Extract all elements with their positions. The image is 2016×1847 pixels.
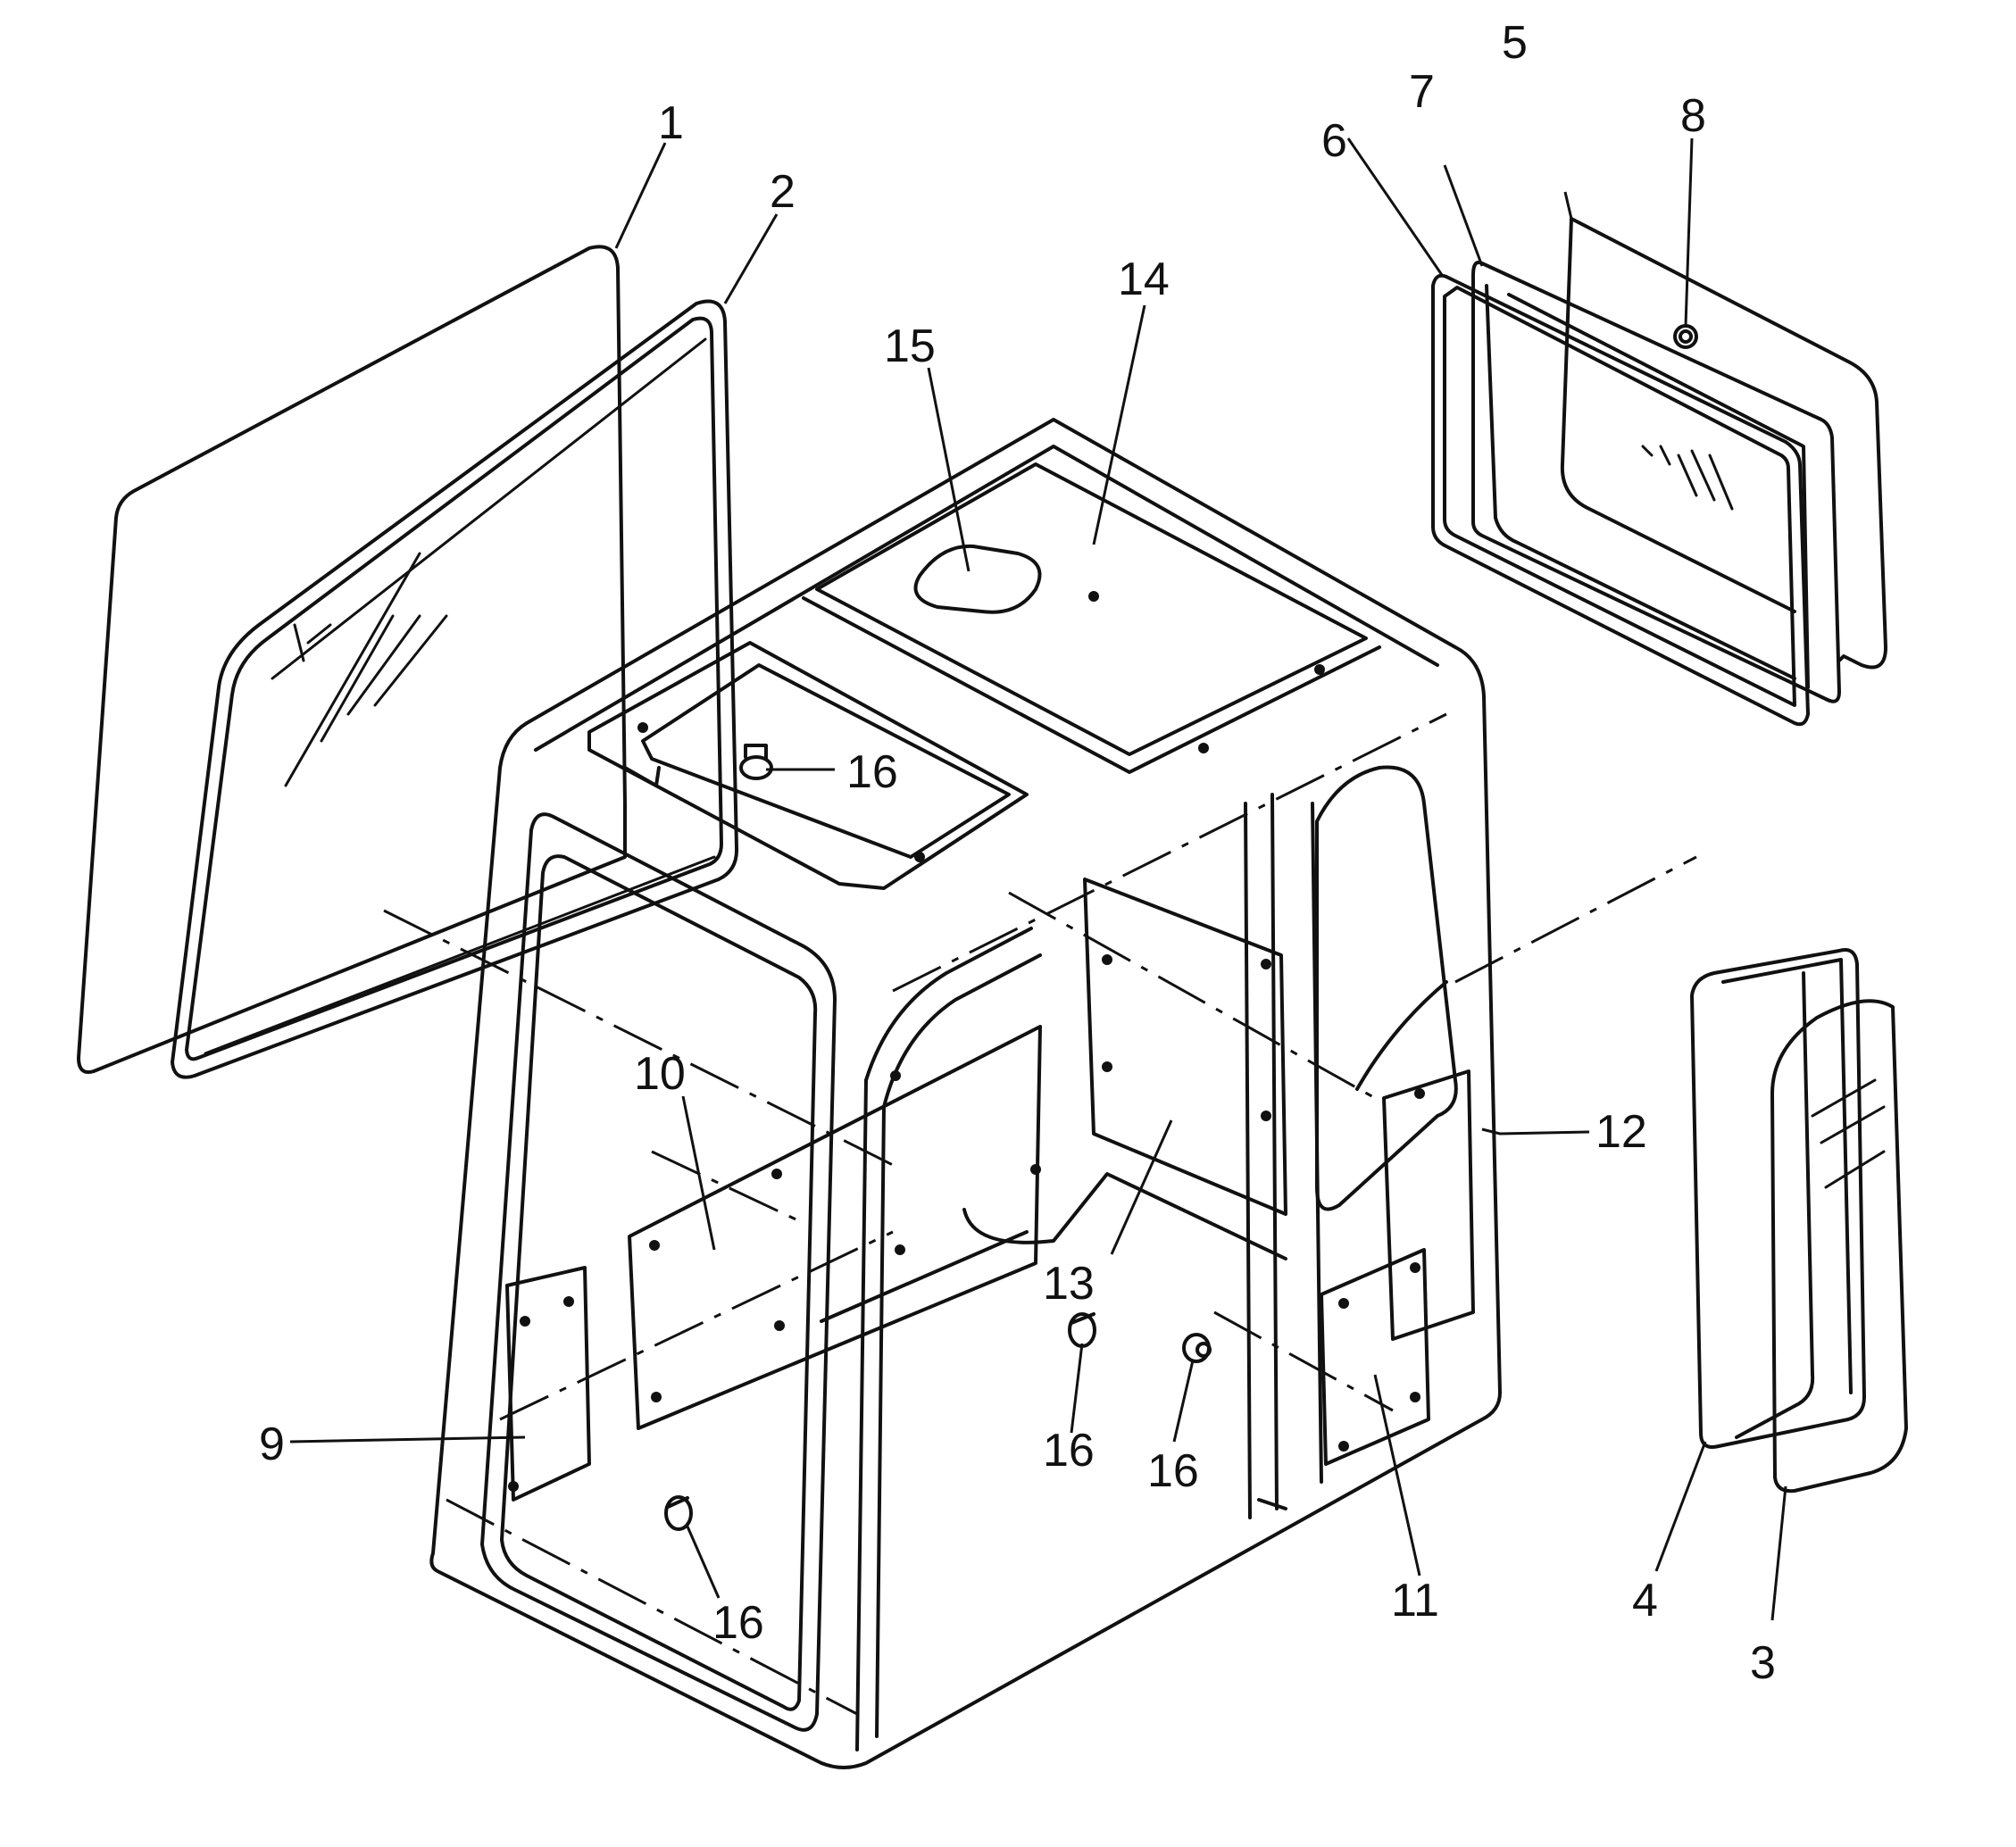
callout-3: 3 xyxy=(1750,1637,1776,1689)
callout-15: 15 xyxy=(884,320,936,372)
callout-7: 7 xyxy=(1409,66,1435,118)
callout-4: 4 xyxy=(1632,1575,1658,1627)
side-window-seal xyxy=(171,299,739,1079)
clip-16-roof xyxy=(739,744,773,780)
callout-8: 8 xyxy=(1680,90,1706,142)
callout-16-bottom: 16 xyxy=(712,1597,764,1649)
cab-frame xyxy=(383,418,1697,1769)
callout-6: 6 xyxy=(1321,115,1347,167)
callout-11: 11 xyxy=(1391,1575,1439,1627)
clip-16-mid xyxy=(1068,1312,1096,1348)
leader-lines xyxy=(289,137,1787,1621)
door-window-assembly xyxy=(1690,948,1908,1493)
rear-window-assembly xyxy=(1431,217,1887,727)
callout-16-roof: 16 xyxy=(846,746,898,798)
callout-16-right: 16 xyxy=(1147,1445,1199,1497)
callout-2: 2 xyxy=(770,166,796,218)
callout-5: 5 xyxy=(1502,17,1528,69)
callout-labels: 1 2 14 15 6 7 5 8 16 10 12 13 9 16 16 11… xyxy=(259,17,1776,1689)
callout-1: 1 xyxy=(658,97,684,149)
clip-16-bottom xyxy=(664,1495,693,1531)
callout-10: 10 xyxy=(634,1048,686,1100)
clip-16-right xyxy=(1182,1333,1212,1363)
side-window-glass xyxy=(77,245,627,1074)
callout-12: 12 xyxy=(1595,1106,1647,1158)
callout-9: 9 xyxy=(259,1419,285,1470)
callout-16-mid: 16 xyxy=(1043,1425,1095,1477)
callout-14: 14 xyxy=(1118,254,1170,305)
callout-13: 13 xyxy=(1043,1258,1095,1310)
